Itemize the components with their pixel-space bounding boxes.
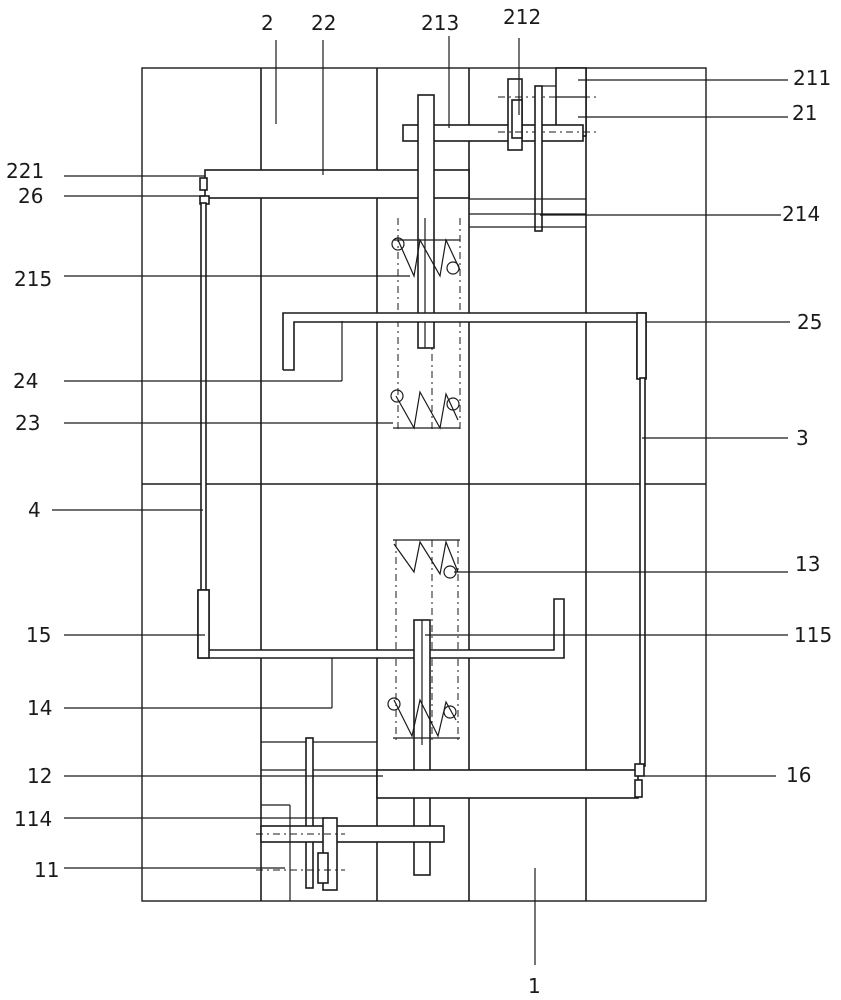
bracket-25 bbox=[637, 313, 646, 379]
label-11: 11 bbox=[34, 858, 59, 882]
label-211: 211 bbox=[793, 66, 831, 90]
label-26: 26 bbox=[18, 184, 43, 208]
bracket-15 bbox=[198, 590, 209, 658]
label-15: 15 bbox=[26, 623, 51, 647]
label-23: 23 bbox=[15, 411, 40, 435]
label-16: 16 bbox=[786, 763, 811, 787]
pin-114 bbox=[306, 738, 313, 888]
pin-214 bbox=[535, 86, 542, 231]
label-24: 24 bbox=[13, 369, 38, 393]
label-21: 21 bbox=[792, 101, 817, 125]
label-221: 221 bbox=[6, 159, 44, 183]
catch-221 bbox=[200, 178, 207, 190]
slide-215 bbox=[418, 95, 434, 348]
label-3: 3 bbox=[796, 426, 809, 450]
link-4 bbox=[201, 203, 206, 591]
label-13: 13 bbox=[795, 552, 820, 576]
label-4: 4 bbox=[28, 498, 41, 522]
rail-12 bbox=[377, 770, 638, 798]
label-213: 213 bbox=[421, 11, 459, 35]
label-12: 12 bbox=[27, 764, 52, 788]
label-2: 2 bbox=[261, 11, 274, 35]
catch-16 bbox=[635, 764, 644, 776]
label-22: 22 bbox=[311, 11, 336, 35]
label-214: 214 bbox=[782, 202, 820, 226]
label-25: 25 bbox=[797, 310, 822, 334]
label-212: 212 bbox=[503, 5, 541, 29]
label-215: 215 bbox=[14, 267, 52, 291]
label-1: 1 bbox=[528, 974, 541, 998]
label-114: 114 bbox=[14, 807, 52, 831]
pin-16 bbox=[635, 780, 642, 797]
label-14: 14 bbox=[27, 696, 52, 720]
label-115: 115 bbox=[794, 623, 832, 647]
lower-shaft bbox=[261, 826, 444, 842]
